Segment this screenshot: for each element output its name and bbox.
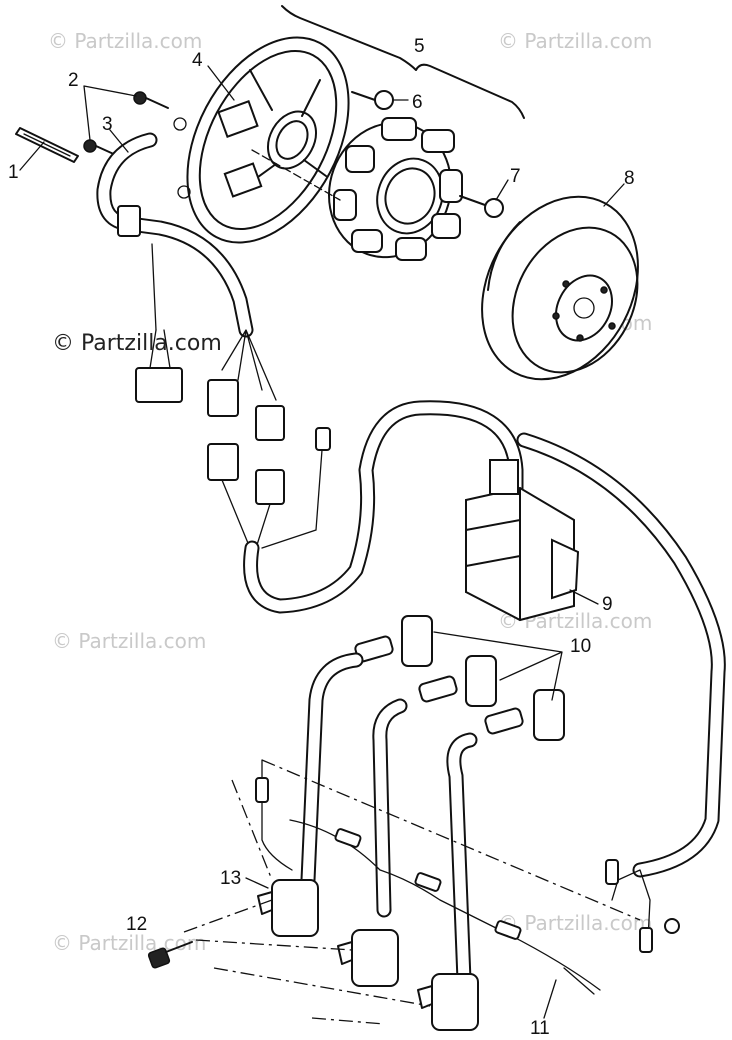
cable-tie-part: [15, 127, 79, 163]
callout-3: 3: [102, 114, 113, 135]
stator-wire-harness: [96, 132, 331, 549]
screw-part-2: [83, 91, 169, 157]
spark-plug-cap-3: [484, 689, 565, 741]
watermark-bottom-left: © Partzilla.com: [52, 931, 206, 955]
assembly-dash-lines: [183, 759, 641, 1025]
callout-4: 4: [192, 50, 203, 71]
leader-lines: [19, 65, 625, 1019]
watermark-top-right: © Partzilla.com: [498, 29, 652, 53]
callout-8: 8: [624, 168, 635, 189]
spark-plug-cap-1: [354, 615, 433, 667]
callout-bracket-5: [281, 5, 525, 119]
coil-wiring-harness: [255, 759, 680, 995]
callout-7: 7: [510, 166, 521, 187]
ignition-leads: [300, 652, 478, 988]
screw-part-12: [147, 941, 193, 969]
ignition-coil-2: [337, 929, 399, 987]
callout-12: 12: [126, 914, 147, 935]
callout-5: 5: [414, 36, 425, 57]
callout-11: 11: [530, 1018, 550, 1039]
flywheel-part: [481, 195, 639, 381]
cdi-module-part: [465, 459, 580, 622]
callout-6: 6: [412, 92, 423, 113]
ignition-coil-1: [257, 879, 319, 937]
watermark-bottom-right: © Partzilla.com: [498, 911, 652, 935]
stator-coil-part: [251, 117, 463, 261]
screw-part-6: [351, 90, 394, 110]
callout-9: 9: [602, 594, 613, 615]
watermark-top-left: © Partzilla.com: [48, 29, 202, 53]
watermark-lower-left: © Partzilla.com: [52, 629, 206, 653]
spark-plug-cap-2: [418, 655, 497, 707]
callout-13: 13: [220, 868, 241, 889]
callout-2: 2: [68, 70, 79, 91]
cdi-loop-wire: [243, 400, 726, 878]
screw-part-7: [459, 195, 504, 218]
callout-1: 1: [8, 162, 19, 183]
stator-plate-part: [173, 36, 350, 244]
callout-10: 10: [570, 636, 591, 657]
watermark-mid-left: © Partzilla.com: [52, 331, 222, 356]
ignition-coil-3: [417, 973, 479, 1031]
